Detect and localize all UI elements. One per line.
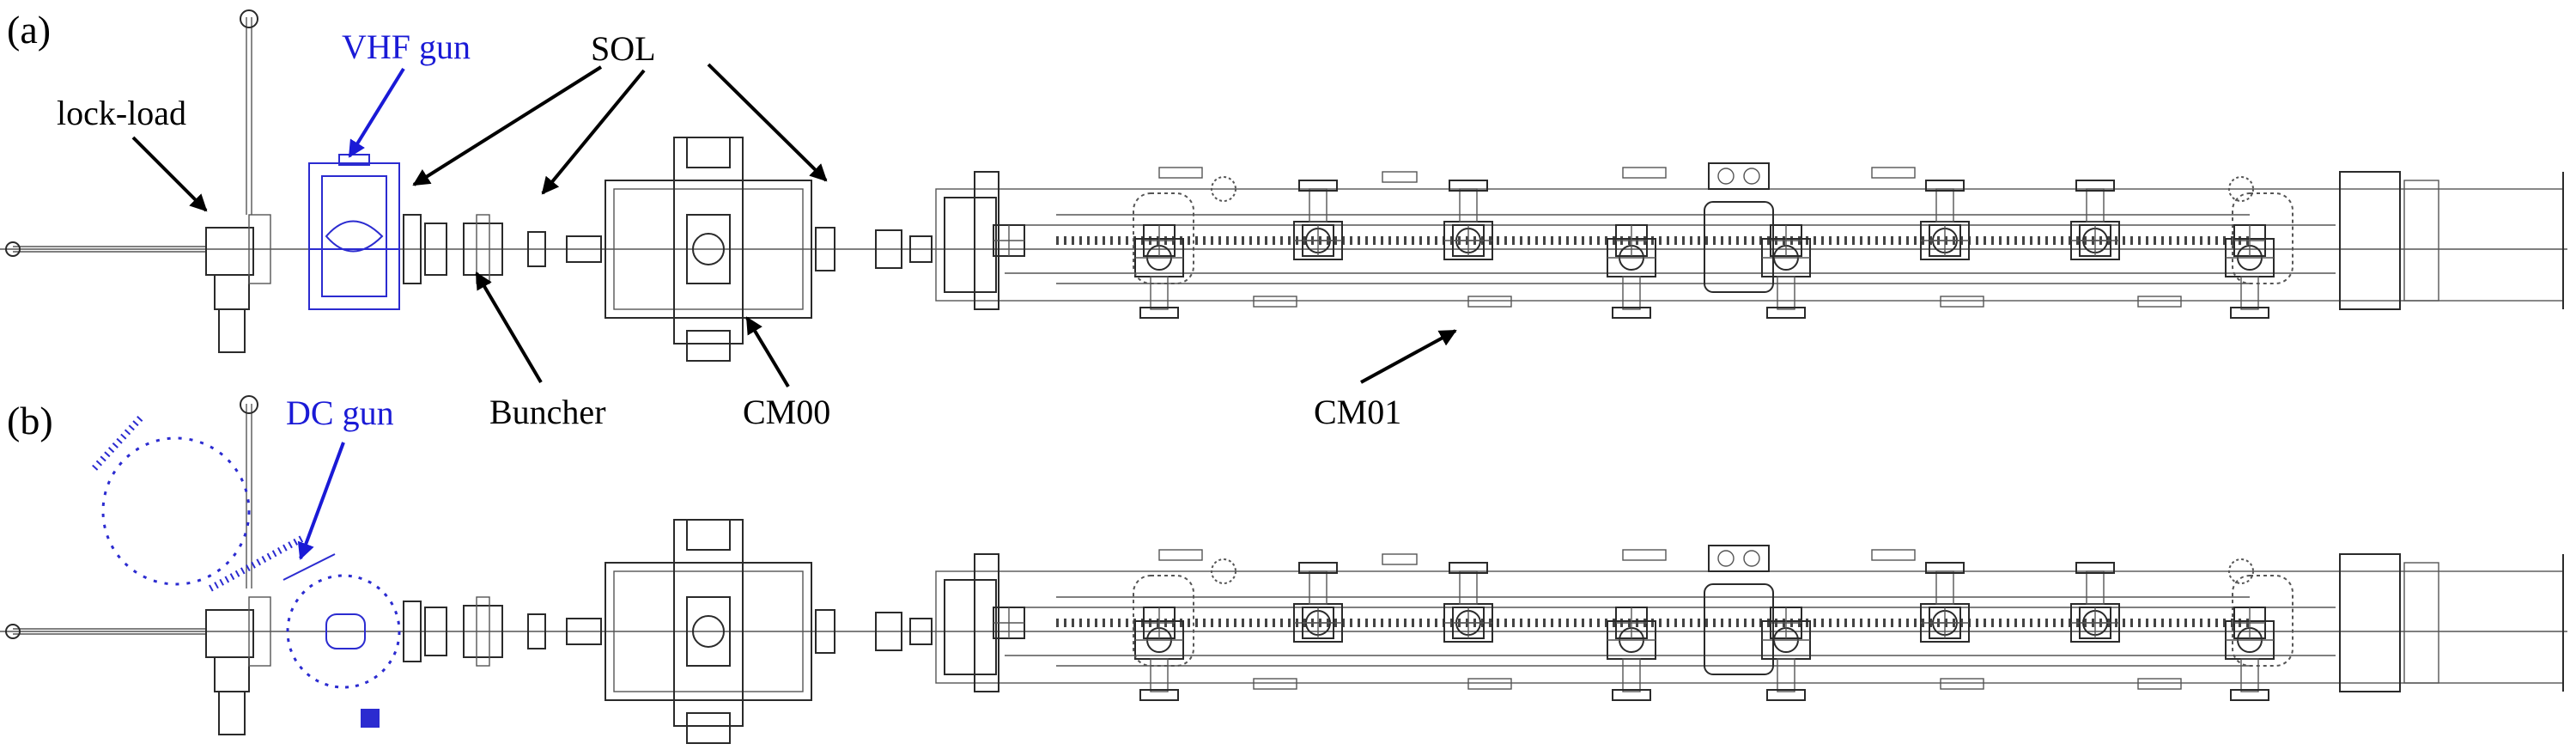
label-vhf-gun: VHF gun [342,27,471,66]
arrow-sol-2 [541,69,646,195]
arrow-sol-3 [707,63,828,182]
panel-b: (b) DC gun [0,393,2567,743]
panel-a: (a) lock-load VHF gun SOL Buncher [0,8,2567,431]
label-buncher: Buncher [489,393,606,431]
label-dc-gun: DC gun [286,393,394,432]
panel-a-beamline-drawing [0,9,2567,361]
panel-b-label: (b) [7,399,53,442]
arrow-cm00 [745,316,790,388]
label-cm00: CM00 [743,393,830,431]
arrow-buncher [475,271,543,384]
label-cm01: CM01 [1314,393,1401,431]
arrow-lock-load [131,136,208,212]
label-lock-load: lock-load [57,94,186,132]
label-sol: SOL [591,29,656,68]
arrow-vhf-gun [348,67,405,158]
vhf-gun-drawing [308,154,400,310]
panel-a-label: (a) [7,8,51,52]
panel-b-beamline-drawing [0,395,2567,743]
dc-gun-drawing [92,414,401,728]
arrow-sol-1 [412,65,603,186]
arrow-dc-gun [297,442,345,560]
arrow-cm01 [1360,329,1457,384]
